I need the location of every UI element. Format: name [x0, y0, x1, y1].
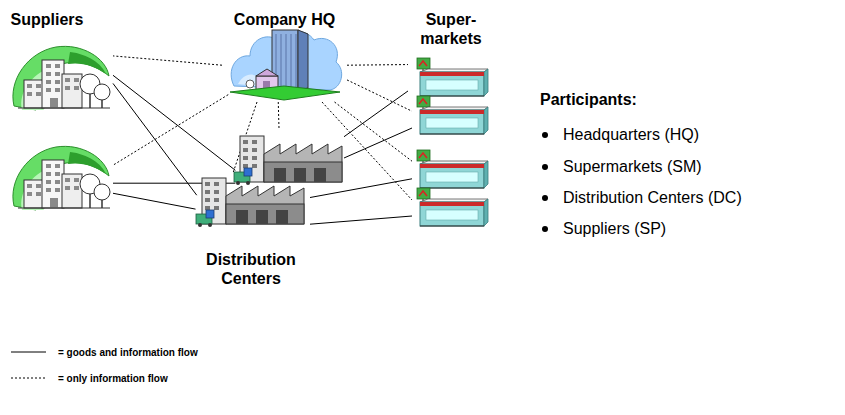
information-flow-line	[113, 95, 228, 166]
bullet-dots	[542, 132, 548, 232]
goods-flow-line	[344, 91, 408, 137]
node-heading: Super- markets	[418, 10, 484, 48]
list-item: Headquarters (HQ)	[563, 125, 699, 144]
goods-flow-line	[113, 75, 235, 170]
list-item: Distribution Centers (DC)	[563, 188, 742, 207]
list-heading: Participants:	[540, 90, 637, 109]
icon-node	[412, 150, 492, 190]
list-item: Suppliers (SP)	[563, 219, 666, 238]
icon-node: Company HQ	[222, 10, 347, 102]
supplier-icon	[13, 46, 110, 110]
node-heading: Suppliers	[11, 10, 111, 29]
information-flow-line	[347, 64, 408, 66]
node-heading: Distribution Centers	[192, 250, 310, 288]
supermarket-icon	[417, 96, 488, 134]
icon-node: Distribution Centers	[192, 172, 310, 288]
icon-node	[8, 140, 113, 212]
icon-node	[232, 130, 344, 186]
supermarket-icon	[417, 58, 488, 96]
supermarket-icon	[417, 150, 488, 188]
legend-line-sample	[10, 371, 48, 385]
information-flow-line	[113, 56, 222, 65]
legend-entry: = only information flow	[10, 371, 168, 385]
icon-node: Suppliers	[8, 10, 113, 112]
legend-text: = only information flow	[58, 373, 168, 384]
goods-flow-line	[310, 216, 412, 224]
node-heading: Company HQ	[222, 10, 347, 29]
legend-entry: = goods and information flow	[10, 345, 198, 359]
list-item: Supermarkets (SM)	[563, 157, 702, 176]
icon-node	[412, 188, 492, 228]
icon-node	[412, 96, 492, 136]
headquarters-icon	[230, 30, 342, 100]
legend-text: = goods and information flow	[58, 347, 198, 358]
supermarket-icon	[417, 188, 488, 226]
legend-line-sample	[10, 345, 48, 359]
distribution-center-icon	[234, 136, 342, 185]
icon-node: Super- markets	[408, 10, 494, 98]
distribution-center-icon	[196, 178, 304, 227]
information-flow-line	[335, 102, 413, 161]
goods-flow-line	[113, 193, 196, 209]
supplier-icon	[13, 146, 110, 210]
information-flow-line	[347, 80, 412, 111]
information-flow-line	[278, 102, 280, 130]
